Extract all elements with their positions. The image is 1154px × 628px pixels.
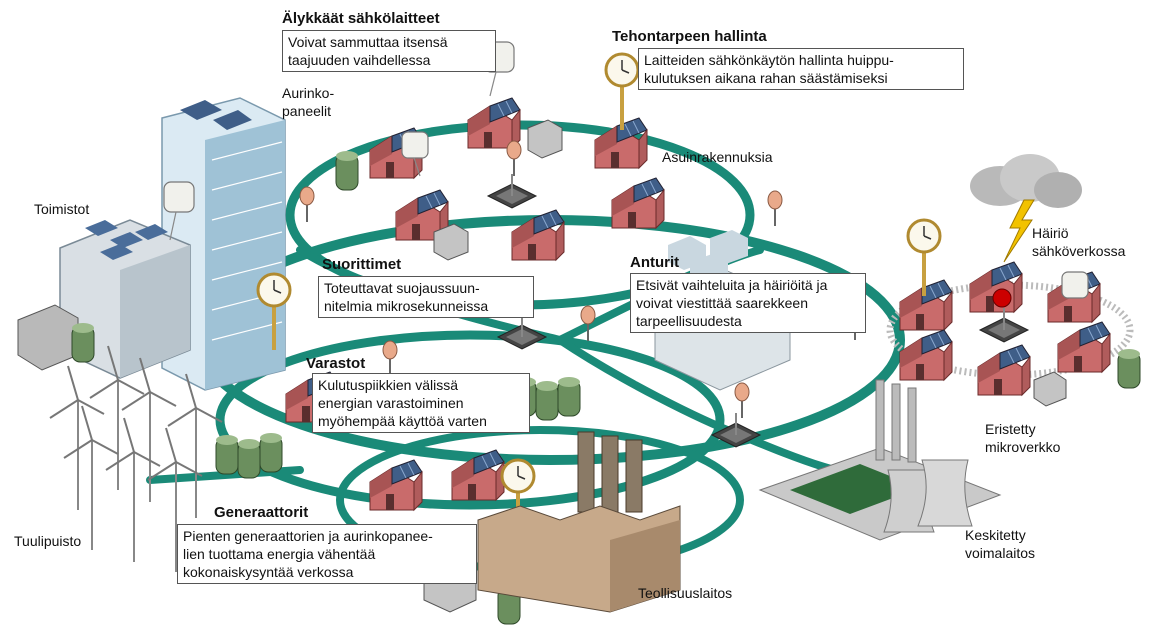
text-line: nitelmia mikrosekunneissa xyxy=(324,298,489,314)
industrial-label: Teollisuuslaitos xyxy=(638,585,733,601)
storage-box: Kulutuspiikkien välissä energian varasto… xyxy=(312,373,530,433)
sensor-pin-icon xyxy=(734,382,750,419)
text-line: Voivat sammuttaa itsensä xyxy=(288,34,448,50)
offices-label: Toimistot xyxy=(34,201,90,217)
residential-label: Asuinrakennuksia xyxy=(662,149,773,165)
demand-management-box: Laitteiden sähkönkäytön hallinta huippu-… xyxy=(638,48,964,90)
text-line: Etsivät vaihteluita ja häiriöitä ja xyxy=(636,277,828,293)
text-line: Toteuttavat suojaussuun- xyxy=(324,280,480,296)
text-line: Kulutuspiikkien välissä xyxy=(318,377,459,393)
text-line: Pienten generaattorien ja aurinkopanee- xyxy=(183,528,433,544)
sensor-pin-icon xyxy=(506,140,522,177)
storage-tank-icon xyxy=(557,376,581,417)
generators-heading: Generaattorit xyxy=(214,504,309,521)
sensors-box: Etsivät vaihteluita ja häiriöitä ja voiv… xyxy=(630,273,866,333)
storage-heading: Varastot xyxy=(306,355,366,372)
wind-turbine-icon xyxy=(105,417,161,563)
wind-farm-label: Tuulipuisto xyxy=(14,533,82,549)
text-line: energian varastoiminen xyxy=(318,395,464,411)
clock-meter-icon xyxy=(604,52,640,132)
smart-plug-icon xyxy=(163,181,195,241)
sensor-pin-icon xyxy=(767,190,783,227)
office-generator xyxy=(17,304,95,371)
storage-tank-icon xyxy=(335,150,359,191)
smart-plug-icon xyxy=(1061,271,1089,299)
sensors-heading: Anturit xyxy=(630,254,680,271)
wind-turbine-icon xyxy=(63,405,119,551)
lightning-icon xyxy=(1003,199,1035,263)
text-line: lien tuottama energia vähentää xyxy=(183,546,376,562)
office-tower xyxy=(161,97,286,391)
text-line: voivat viestittää saarekkeen xyxy=(636,295,808,311)
storage-tank-icon xyxy=(237,438,261,479)
demand-management-heading: Tehontarpeen hallinta xyxy=(612,28,767,45)
text-line: Laitteiden sähkönkäytön hallinta huippu- xyxy=(644,52,894,68)
smart-devices-box: Voivat sammuttaa itsensä taajuuden vaihd… xyxy=(282,30,496,72)
storage-tank-icon xyxy=(259,432,283,473)
text-line: taajuuden vaihdellessa xyxy=(288,52,431,68)
storm-cloud-icon xyxy=(970,154,1082,208)
storage-tank-icon xyxy=(535,380,559,421)
wind-turbine-icon xyxy=(49,365,105,511)
sensor-pin-icon xyxy=(382,340,398,377)
power-plant xyxy=(758,379,1002,541)
smart-devices-heading: Älykkäät sähkölaitteet xyxy=(282,10,440,27)
storage-tank-icon xyxy=(1117,348,1141,389)
smart-plug-icon xyxy=(401,131,429,177)
text-line: kulutuksen aikana rahan säästämiseksi xyxy=(644,70,888,86)
text-line: myöhempää käyttöä varten xyxy=(318,413,487,429)
generators-box: Pienten generaattorien ja aurinkopanee- … xyxy=(177,524,477,584)
solar-panels-label: Aurinko-paneelit xyxy=(282,85,335,119)
text-line: kokonaiskysyntää verkossa xyxy=(183,564,354,580)
factory xyxy=(477,431,681,613)
processor-chip-icon xyxy=(487,173,537,209)
processors-heading: Suorittimet xyxy=(322,256,402,273)
storage-tank-icon xyxy=(215,434,239,475)
text-line: tarpeellisuudesta xyxy=(636,313,742,329)
processor-chip-icon xyxy=(979,307,1029,343)
sensor-pin-icon xyxy=(299,186,315,223)
processors-box: Toteuttavat suojaussuun- nitelmia mikros… xyxy=(318,276,534,318)
